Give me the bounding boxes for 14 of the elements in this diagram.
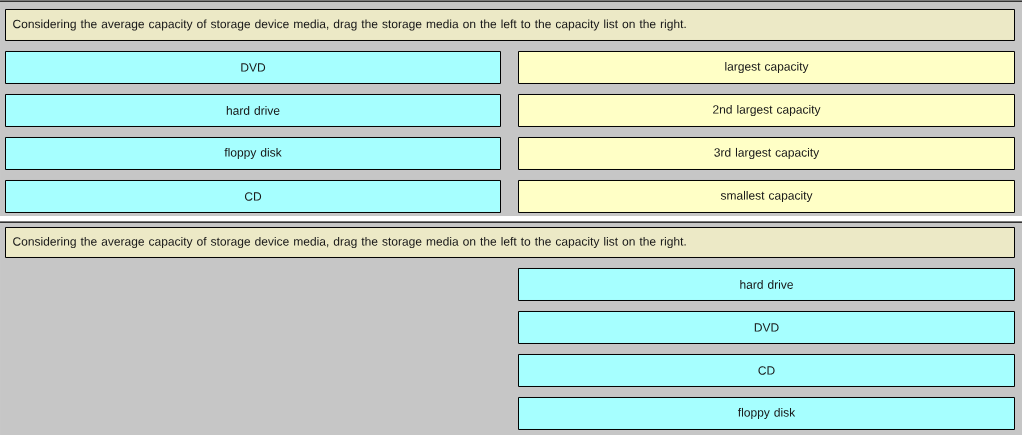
drop-target: 2nd largest capacity: [518, 94, 1015, 127]
drag-item: CD: [5, 180, 501, 213]
drag-item: DVD: [5, 51, 501, 84]
drag-item: CD: [518, 354, 1015, 387]
drag-item: hard drive: [518, 268, 1015, 301]
drop-target: 3rd largest capacity: [518, 137, 1015, 170]
instruction-box: Considering the average capacity of storage device media, drag the storage media on the left to the capacity list on the right.: [5, 227, 1015, 258]
drag-item: hard drive: [5, 94, 501, 127]
drag-item: DVD: [518, 311, 1015, 344]
drag-item: floppy disk: [5, 137, 501, 170]
instruction-box: Considering the average capacity of storage device media, drag the storage media on the left to the capacity list on the right.: [5, 9, 1015, 41]
drop-target: largest capacity: [518, 51, 1015, 84]
drop-target: smallest capacity: [518, 180, 1015, 213]
drag-item: floppy disk: [518, 397, 1015, 430]
